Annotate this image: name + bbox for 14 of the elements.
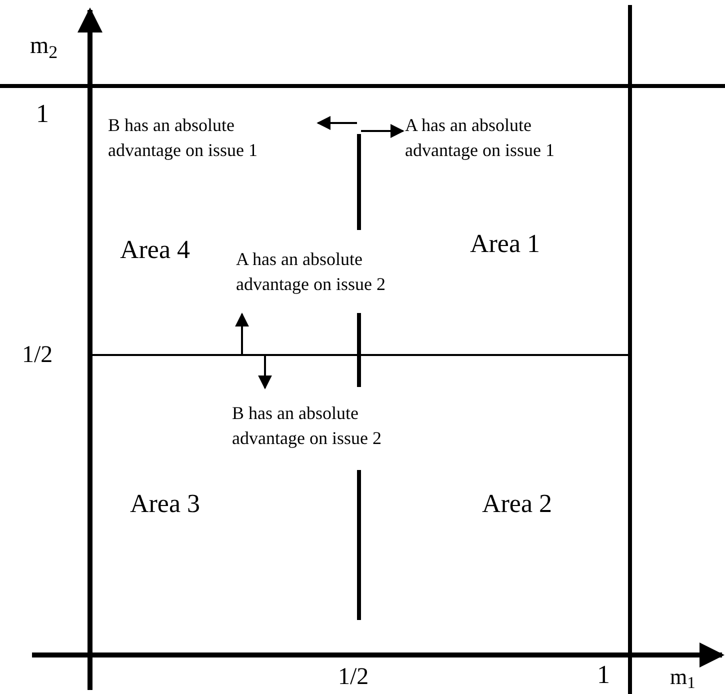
area-label: Area 2 [482, 488, 552, 520]
axis-label: m$_{1}$ [670, 663, 696, 693]
region-note: A has an absolute advantage on issue 1 [405, 114, 556, 162]
axis-label: m$_{2}$ [30, 32, 58, 64]
area-label: Area 1 [470, 228, 540, 260]
tick-label: 1 [597, 659, 610, 691]
region-note: B has an absolute advantage on issue 2 [232, 402, 382, 450]
tick-label: 1/2 [22, 341, 53, 370]
region-note: B has an absolute advantage on issue 1 [108, 114, 258, 162]
tick-label: 1/2 [338, 663, 369, 692]
area-label: Area 4 [120, 234, 190, 266]
tick-label: 1 [36, 98, 49, 130]
region-note: A has an absolute advantage on issue 2 [236, 248, 386, 296]
area-label: Area 3 [130, 488, 200, 520]
